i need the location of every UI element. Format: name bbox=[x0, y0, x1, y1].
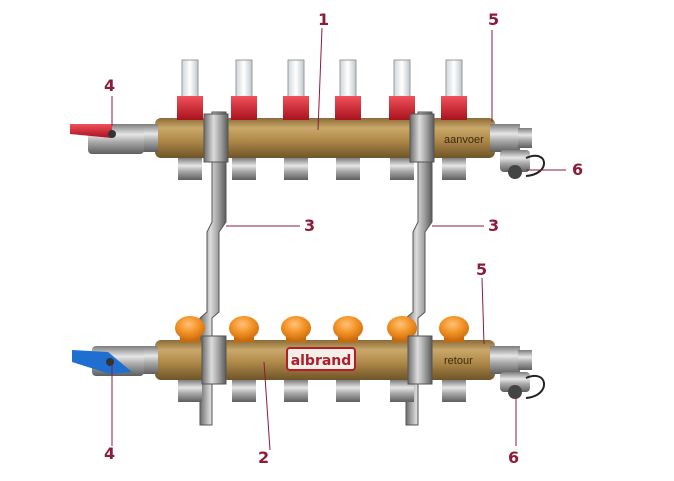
callout-1: 1 bbox=[318, 10, 330, 29]
supply-manifold bbox=[140, 118, 532, 180]
supply-ball-valve bbox=[70, 124, 144, 154]
flowmeter bbox=[231, 59, 257, 120]
callout-leaders bbox=[111, 27, 566, 451]
callout-5-top: 5 bbox=[488, 10, 500, 29]
brand-plate bbox=[286, 347, 356, 371]
callout-6-bottom: 6 bbox=[508, 448, 520, 467]
return-label: retour bbox=[444, 355, 473, 367]
brand-logo: albrand bbox=[291, 353, 352, 369]
return-manifold bbox=[140, 340, 532, 402]
return-ball-valve bbox=[72, 346, 144, 376]
flowmeter bbox=[389, 59, 415, 120]
supply-label: aanvoer bbox=[444, 134, 484, 146]
bracket-clamp-top-left bbox=[203, 113, 229, 163]
bracket-clamp-bottom-left bbox=[201, 335, 227, 385]
valve-cap bbox=[281, 316, 311, 342]
valve-cap bbox=[387, 316, 417, 342]
callout-2: 2 bbox=[258, 448, 270, 467]
bracket-clamp-bottom-right bbox=[407, 335, 433, 385]
valve-cap bbox=[229, 316, 259, 342]
callout-6-top: 6 bbox=[572, 160, 584, 179]
flowmeter bbox=[283, 59, 309, 120]
valve-cap bbox=[439, 316, 469, 342]
return-outlets bbox=[178, 380, 466, 402]
flowmeter bbox=[441, 59, 467, 120]
flowmeter bbox=[177, 59, 203, 120]
return-valve-caps bbox=[175, 316, 469, 342]
flowmeter bbox=[335, 59, 361, 120]
callout-3-right: 3 bbox=[488, 216, 500, 235]
bracket-clamp-top-right bbox=[409, 113, 435, 163]
callout-5-bottom: 5 bbox=[476, 260, 488, 279]
callout-3-left: 3 bbox=[304, 216, 316, 235]
callout-4-top: 4 bbox=[104, 76, 116, 95]
callout-4-bottom: 4 bbox=[104, 444, 116, 463]
valve-cap bbox=[333, 316, 363, 342]
valve-cap bbox=[175, 316, 205, 342]
flowmeters bbox=[177, 59, 467, 120]
supply-outlets bbox=[178, 158, 466, 180]
vent-drain-top bbox=[500, 150, 545, 179]
vent-drain-bottom bbox=[500, 372, 545, 399]
